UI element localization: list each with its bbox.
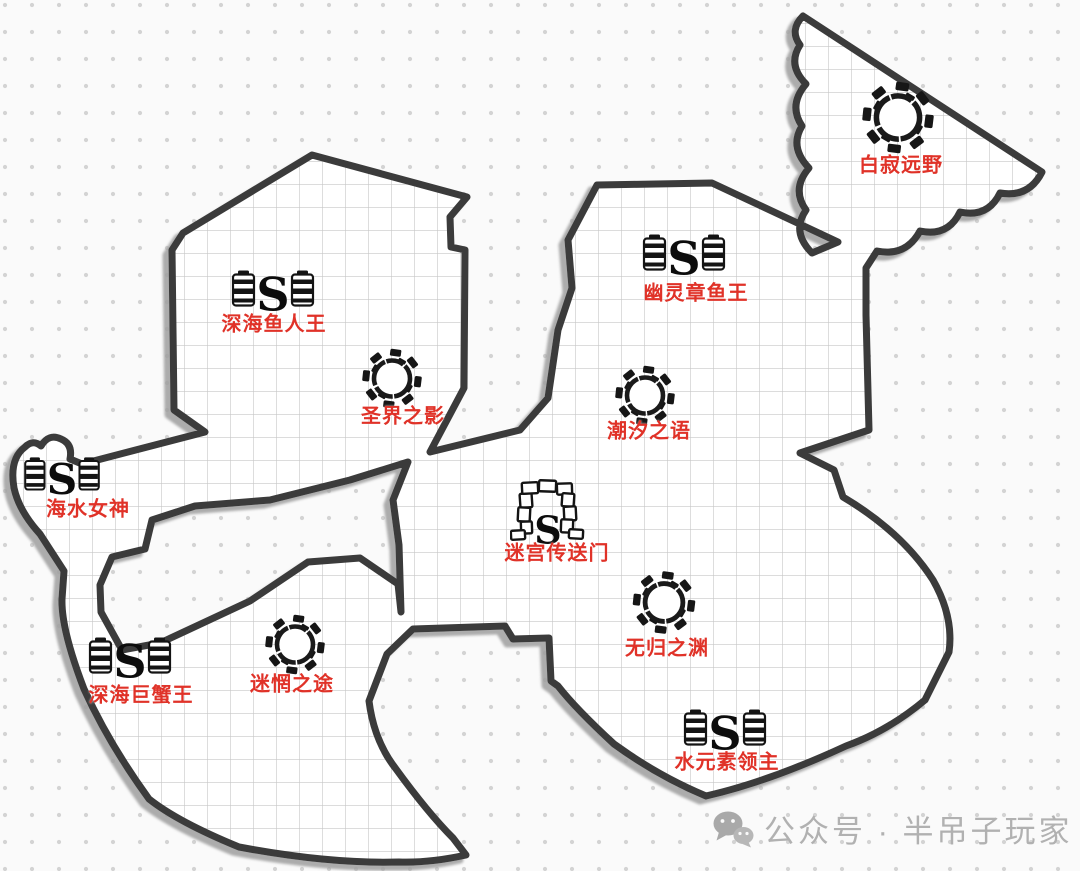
marker-label: 深海鱼人王 — [221, 313, 327, 336]
marker-label: 潮汐之语 — [607, 420, 691, 443]
watermark-text: 公众号 · 半吊子玩家 — [764, 814, 1073, 849]
marker-label: 海水女神 — [46, 498, 130, 521]
marker-label: 幽灵章鱼王 — [643, 282, 749, 305]
map-outline — [9, 12, 1046, 866]
wechat-icon — [712, 810, 754, 848]
marker-label: 圣界之影 — [361, 405, 445, 428]
watermark: 公众号 · 半吊子玩家 — [712, 806, 1073, 851]
marker-label: 白寂远野 — [859, 154, 943, 177]
marker-label: 无归之渊 — [625, 637, 709, 660]
marker-label: 水元素领主 — [674, 751, 780, 774]
marker-label: 迷惘之途 — [250, 673, 334, 696]
marker-label: 迷宫传送门 — [504, 542, 610, 565]
marker-label: 深海巨蟹王 — [88, 684, 194, 707]
